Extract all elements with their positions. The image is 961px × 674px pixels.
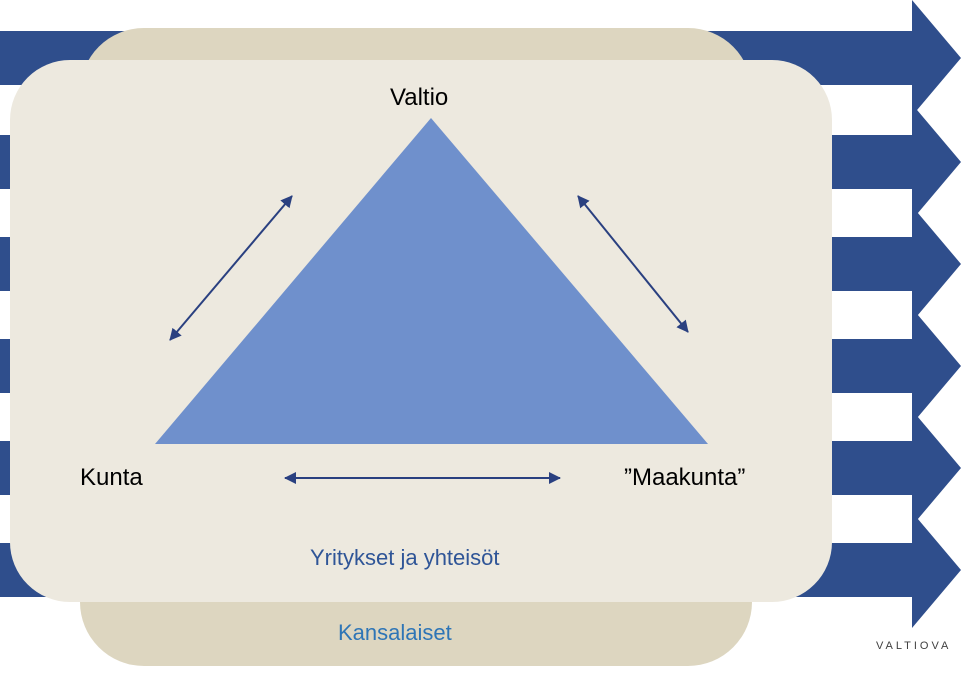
brand-logo-text: VALTIOVA [876,640,952,652]
node-label-kunta: Kunta [80,464,143,491]
arrow-kunta-valtio [169,195,293,341]
inner-box-label: Yritykset ja yhteisöt [310,545,500,570]
governance-triangle [155,118,708,444]
node-label-maakunta: ”Maakunta” [624,464,746,491]
node-label-valtio: Valtio [390,84,449,111]
outer-box-label: Kansalaiset [338,620,452,645]
arrow-valtio-maakunta [577,195,689,333]
